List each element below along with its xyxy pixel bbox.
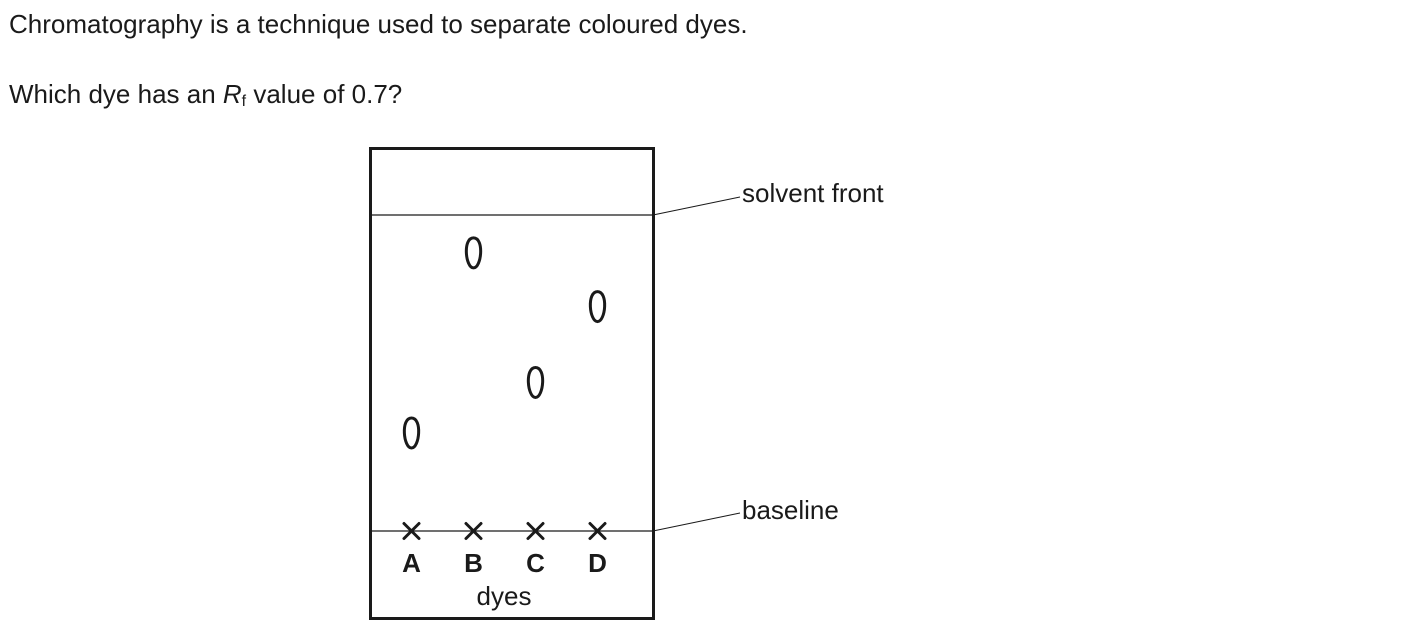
baseline-label: baseline <box>742 495 839 525</box>
lane-d: D <box>588 290 607 578</box>
lane-c: C <box>526 365 545 578</box>
dye-spot-a <box>402 416 421 450</box>
question-intro: Chromatography is a technique used to se… <box>9 9 748 39</box>
lane-letter-c: C <box>526 548 545 578</box>
prompt-text-after: value of 0.7? <box>246 79 403 109</box>
rf-symbol: R <box>222 79 242 109</box>
origin-cross-c <box>526 522 545 540</box>
lane-letter-a: A <box>402 548 421 578</box>
lane-a: A <box>402 416 421 578</box>
lane-letter-d: D <box>588 548 607 578</box>
origin-cross-a <box>402 522 421 540</box>
origin-cross-b <box>464 522 483 540</box>
origin-cross-d <box>588 522 607 540</box>
dye-spot-d <box>588 290 607 324</box>
chromatography-paper <box>369 147 655 620</box>
rf-subscript: f <box>241 93 247 110</box>
dye-spot-b <box>464 236 483 270</box>
solvent-front-leader <box>652 196 741 216</box>
lane-letter-b: B <box>464 548 483 578</box>
dye-spot-c <box>526 365 545 399</box>
solvent-front-label: solvent front <box>742 178 884 208</box>
baseline-leader <box>652 512 741 532</box>
prompt-text-before: Which dye has an <box>9 79 223 109</box>
question-prompt: Which dye has an Rf value of 0.7? <box>9 79 402 117</box>
dyes-label: dyes <box>477 581 532 611</box>
lane-b: B <box>464 236 483 578</box>
